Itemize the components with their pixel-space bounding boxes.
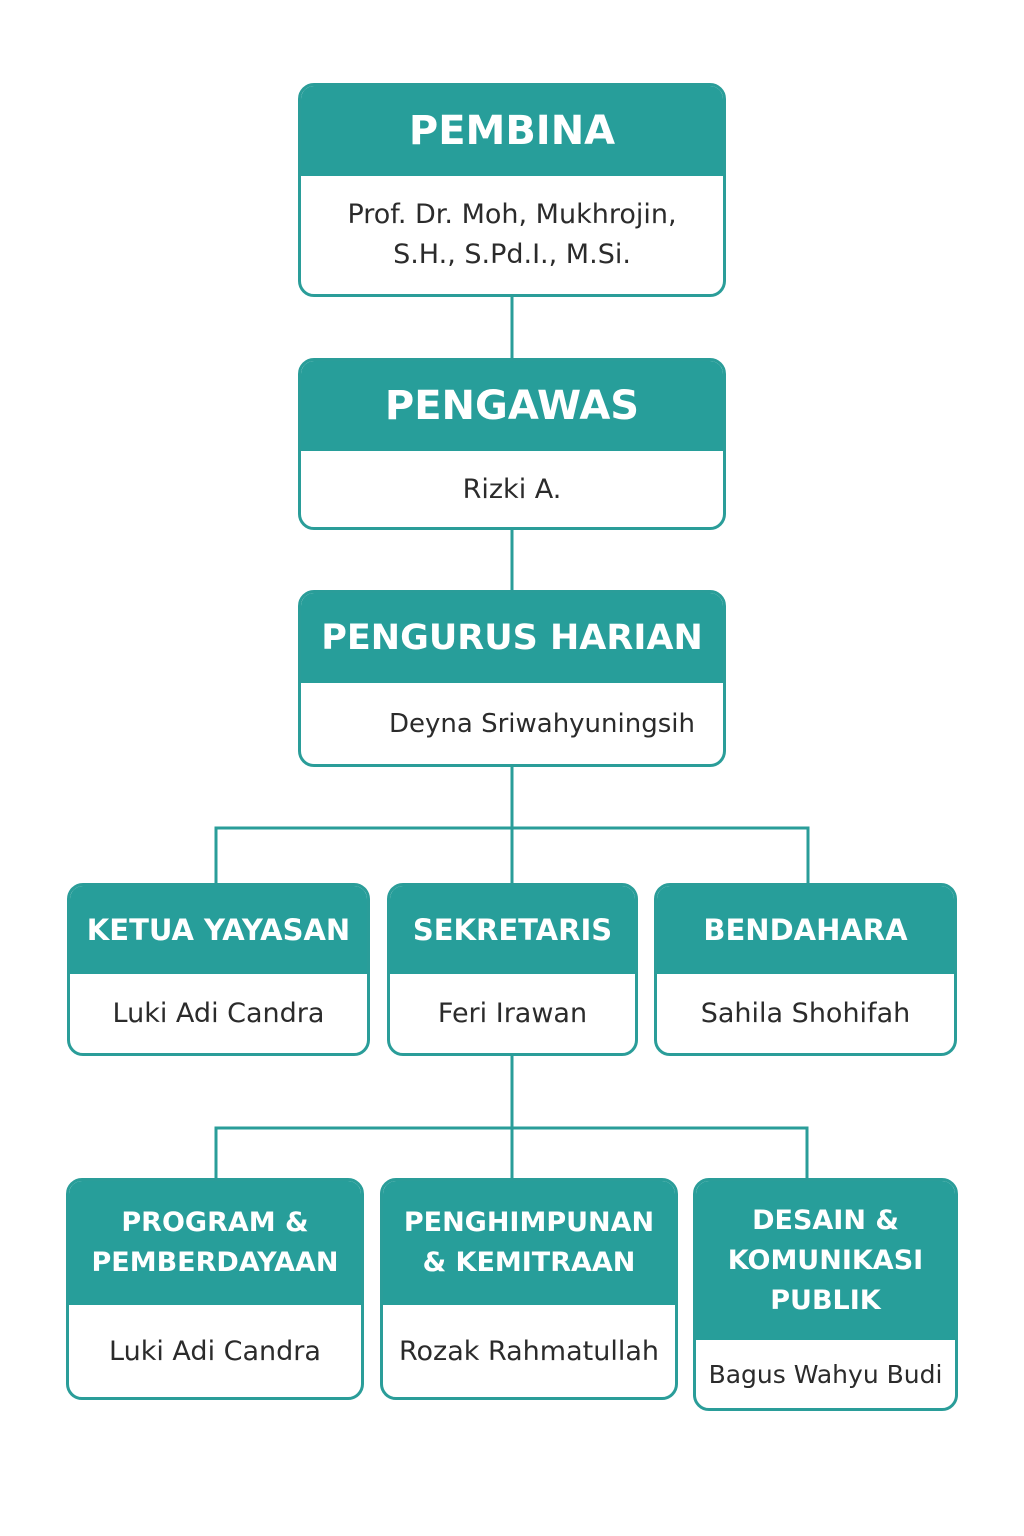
pengawas-title: PENGAWAS: [301, 361, 723, 451]
desain-title-line-3: PUBLIK: [770, 1284, 881, 1316]
desain-title-line-2: KOMUNIKASI: [727, 1244, 924, 1276]
bendahara-title: BENDAHARA: [657, 886, 954, 974]
program-title-line-1: PROGRAM &: [121, 1207, 309, 1238]
program-pemberdayaan-name: Luki Adi Candra: [109, 1335, 321, 1367]
penghimpunan-kemitraan-box: PENGHIMPUNAN & KEMITRAAN Rozak Rahmatull…: [380, 1178, 678, 1400]
desain-title-line-1: DESAIN &: [752, 1204, 899, 1236]
bendahara-name: Sahila Shohifah: [700, 998, 911, 1029]
pengawas-box: PENGAWAS Rizki A.: [298, 358, 726, 530]
desain-komunikasi-title: DESAIN & KOMUNIKASI PUBLIK: [696, 1181, 955, 1340]
desain-komunikasi-box: DESAIN & KOMUNIKASI PUBLIK Bagus Wahyu B…: [693, 1178, 958, 1411]
pengurus-harian-name: Deyna Sriwahyuningsih: [389, 708, 695, 739]
penghimpunan-kemitraan-title: PENGHIMPUNAN & KEMITRAAN: [383, 1181, 675, 1305]
penghimpunan-title-line-1: PENGHIMPUNAN: [403, 1207, 655, 1238]
program-pemberdayaan-box: PROGRAM & PEMBERDAYAAN Luki Adi Candra: [66, 1178, 364, 1400]
pembina-title: PEMBINA: [301, 86, 723, 176]
sekretaris-box: SEKRETARIS Feri Irawan: [387, 883, 638, 1056]
pembina-name-line-2: S.H., S.Pd.I., M.Si.: [393, 239, 631, 270]
penghimpunan-title-line-2: & KEMITRAAN: [422, 1247, 636, 1278]
ketua-yayasan-box: KETUA YAYASAN Luki Adi Candra: [67, 883, 370, 1056]
program-title-line-2: PEMBERDAYAAN: [91, 1247, 339, 1278]
pembina-box: PEMBINA Prof. Dr. Moh, Mukhrojin, S.H., …: [298, 83, 726, 297]
sekretaris-name: Feri Irawan: [437, 998, 588, 1029]
pembina-name-line-1: Prof. Dr. Moh, Mukhrojin,: [347, 199, 677, 230]
program-pemberdayaan-title: PROGRAM & PEMBERDAYAAN: [69, 1181, 361, 1305]
pembina-name: Prof. Dr. Moh, Mukhrojin, S.H., S.Pd.I.,…: [301, 176, 723, 294]
pengurus-harian-title: PENGURUS HARIAN: [301, 593, 723, 683]
sekretaris-title: SEKRETARIS: [390, 886, 635, 974]
penghimpunan-kemitraan-name: Rozak Rahmatullah: [398, 1335, 660, 1367]
pengurus-harian-box: PENGURUS HARIAN Deyna Sriwahyuningsih: [298, 590, 726, 767]
bendahara-box: BENDAHARA Sahila Shohifah: [654, 883, 957, 1056]
ketua-yayasan-name: Luki Adi Candra: [112, 998, 325, 1029]
ketua-yayasan-title: KETUA YAYASAN: [70, 886, 367, 974]
pengawas-name: Rizki A.: [462, 473, 562, 505]
desain-komunikasi-name: Bagus Wahyu Budi: [708, 1359, 943, 1389]
